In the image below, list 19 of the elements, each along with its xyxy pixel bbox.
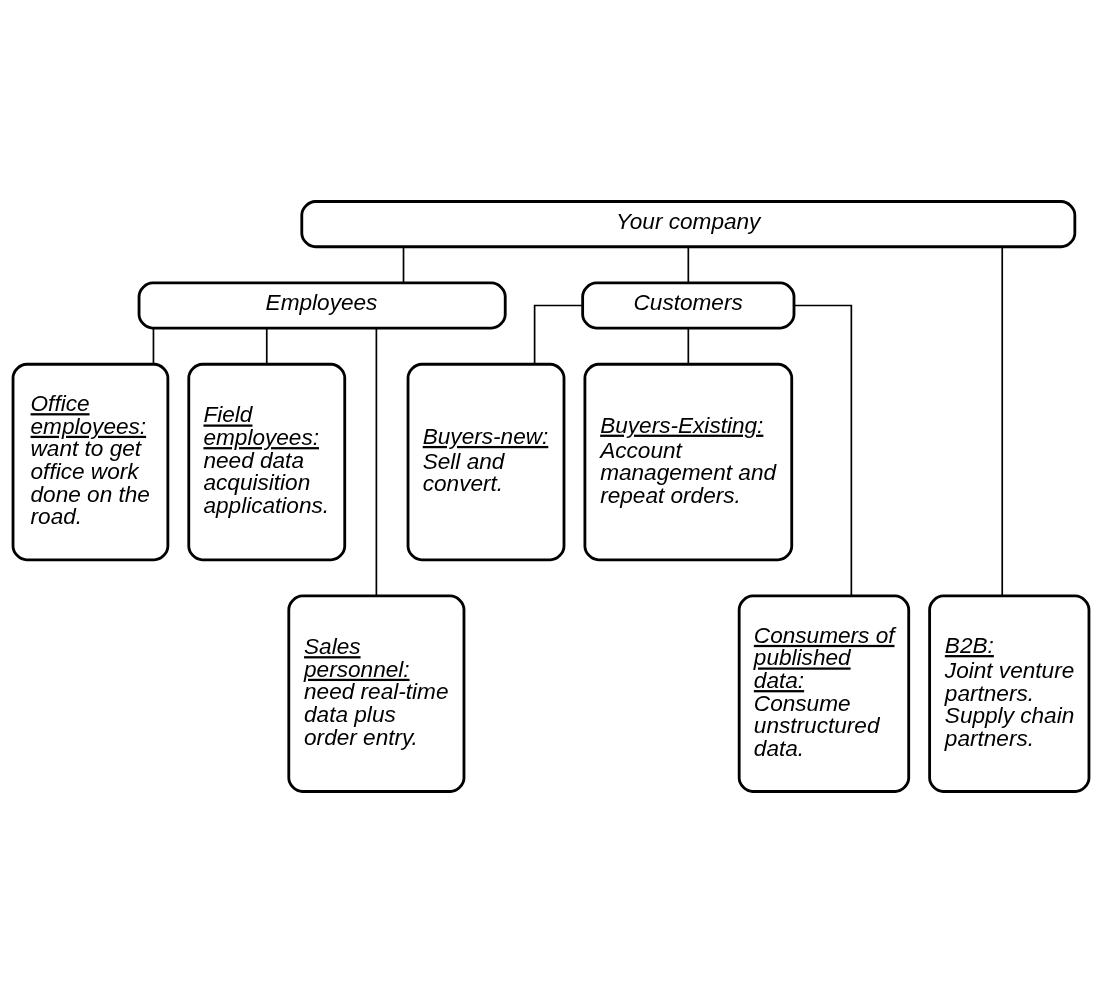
node-box: Field employees: need data acquisition applications. xyxy=(187,362,347,561)
connector xyxy=(687,245,690,284)
connector xyxy=(375,327,378,597)
node-box: Your company xyxy=(300,199,1077,248)
connector xyxy=(687,326,690,365)
node-box: Buyers-Existing: Account management and repeat orders. xyxy=(583,362,794,561)
node-box: Consumers of published data: Consume unstructured data. xyxy=(737,594,911,793)
node-box: Sales personnel: need real-time data plus order entry. xyxy=(287,594,466,793)
node-box: Office employees: want to get office work done on the road. xyxy=(11,362,170,561)
connector xyxy=(402,245,405,284)
node-box: Customers xyxy=(581,280,796,329)
node-box: B2B: Joint venture partners. Supply chain partners. xyxy=(928,594,1091,793)
connector xyxy=(793,304,853,597)
node-box: Employees xyxy=(137,280,507,329)
connector xyxy=(533,304,584,365)
connector xyxy=(1001,245,1004,597)
node-box: Buyers-new: Sell and convert. xyxy=(406,362,566,561)
connector xyxy=(152,326,155,365)
connector xyxy=(265,326,268,365)
